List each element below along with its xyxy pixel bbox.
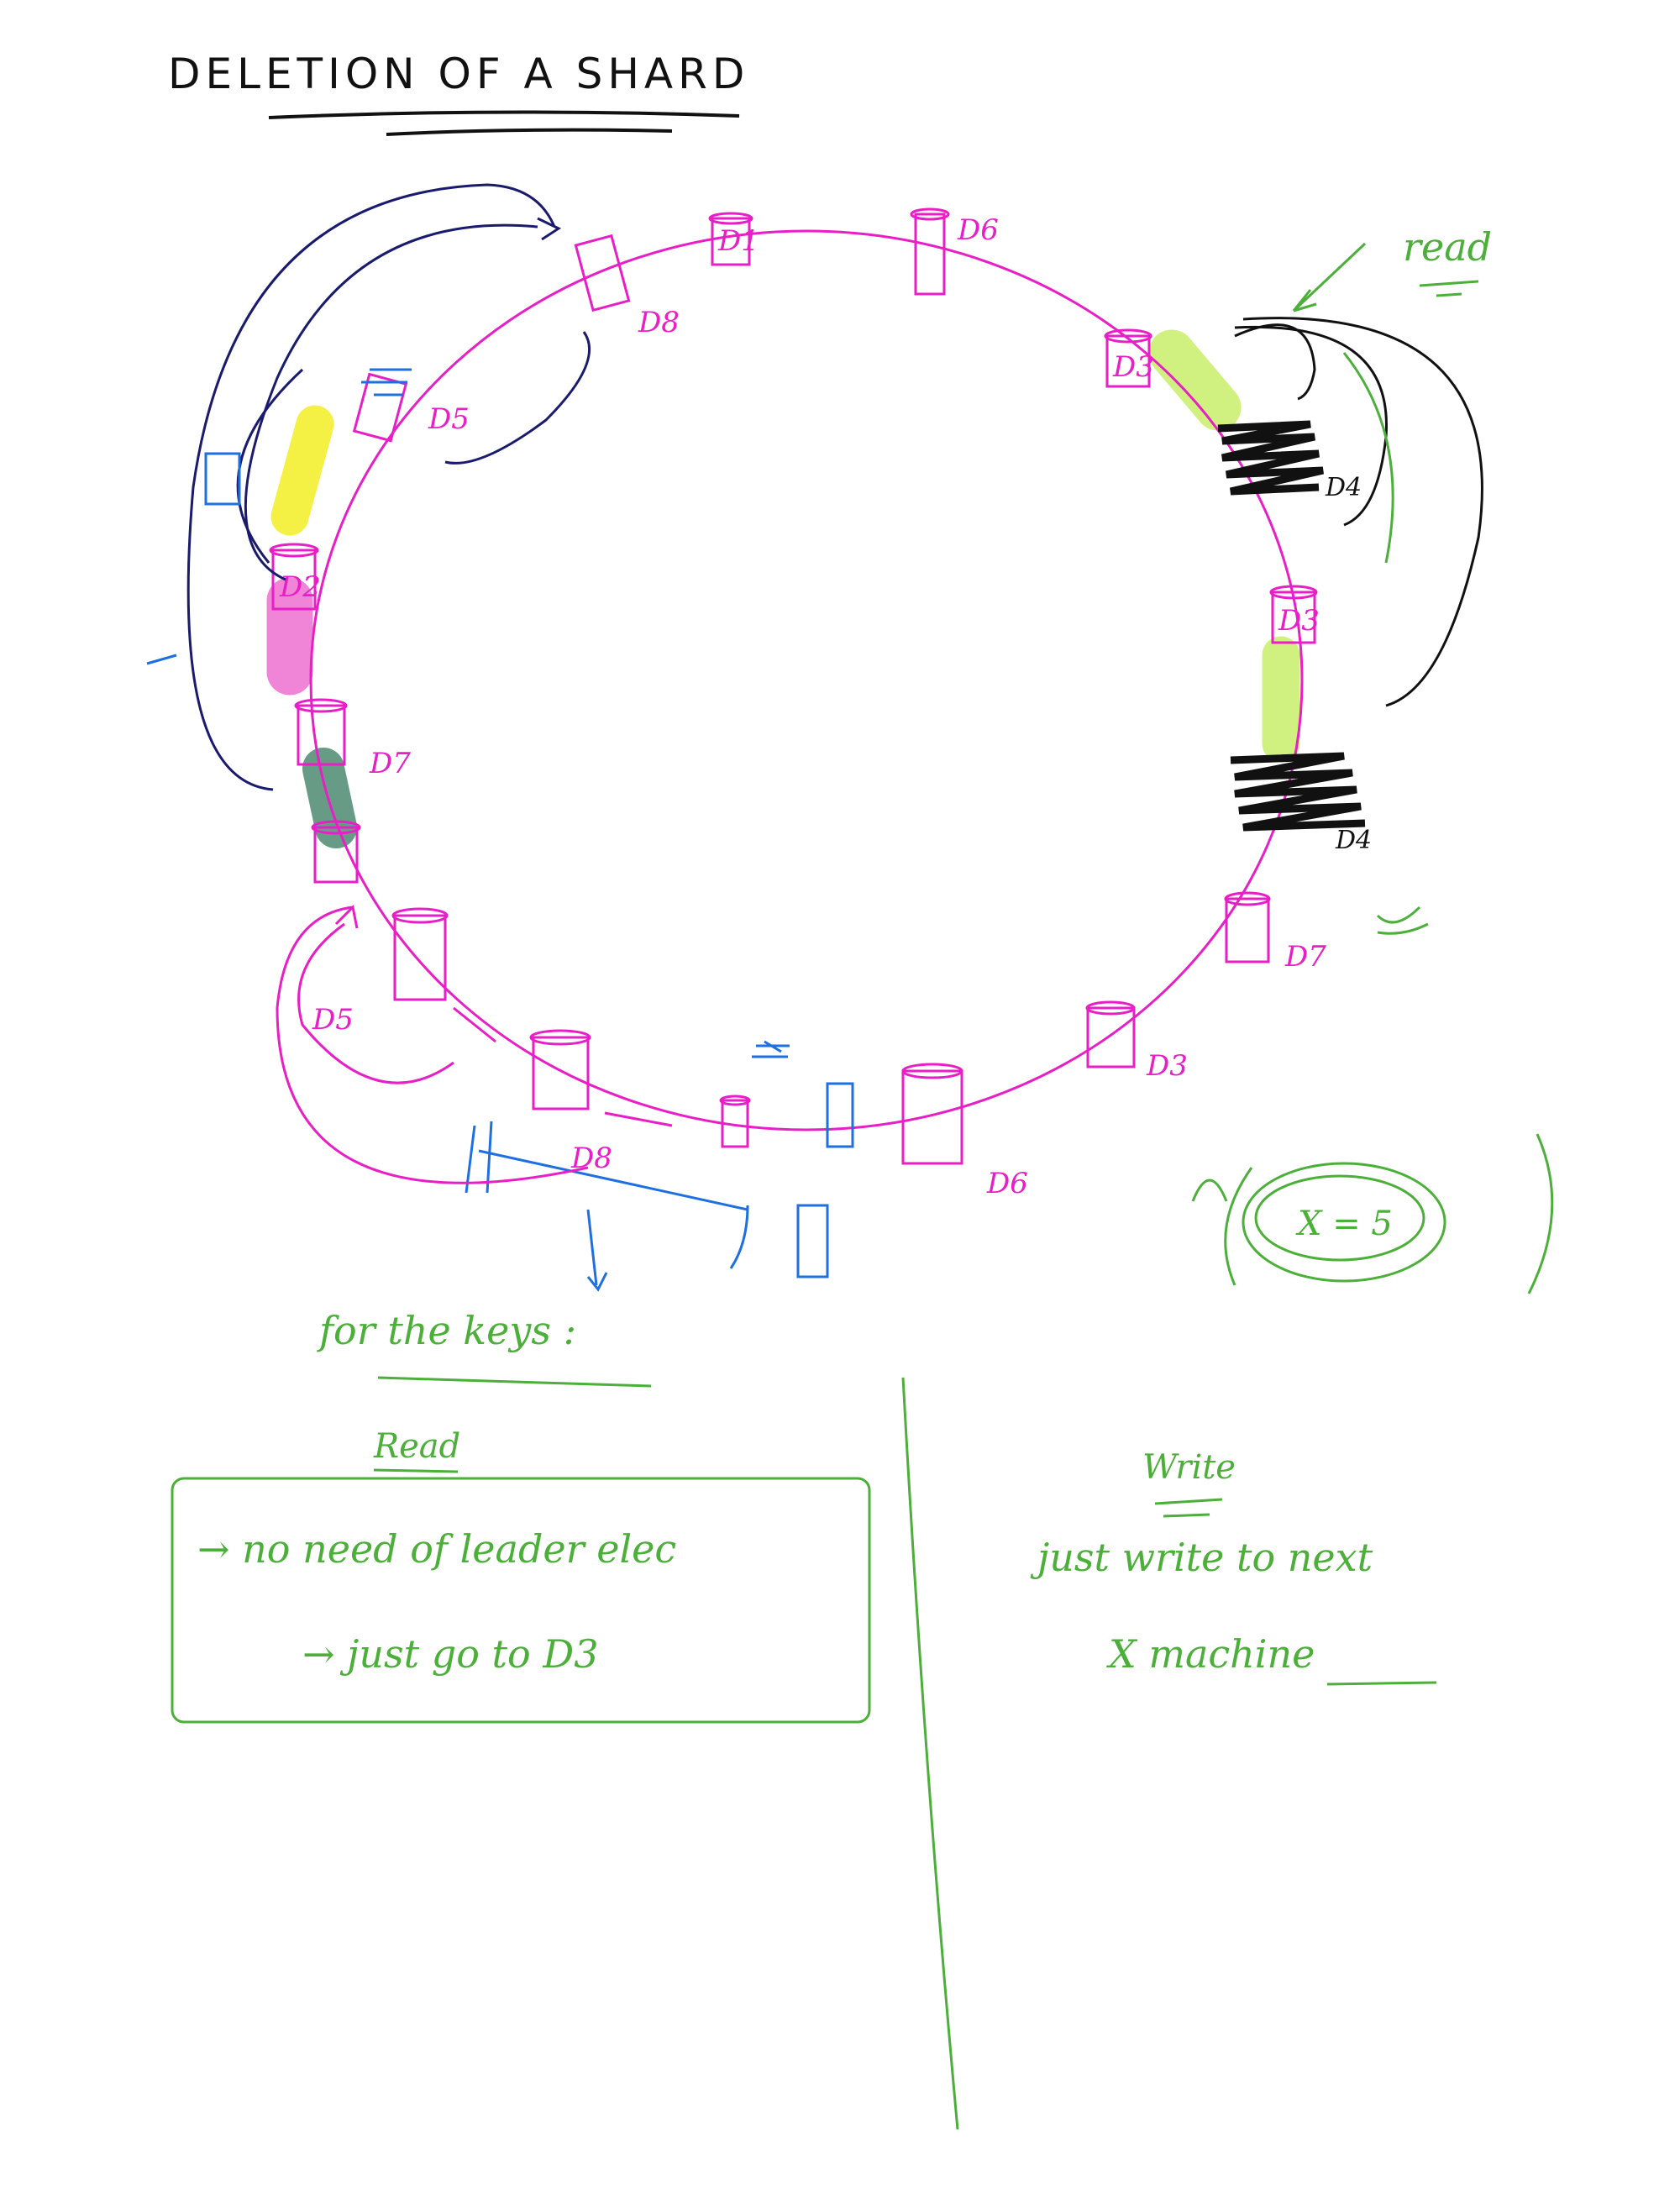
ring-node (529, 1029, 591, 1110)
lime-highlight-top (1148, 329, 1242, 431)
blue-shard (204, 452, 241, 506)
for-keys-underline (377, 1376, 652, 1388)
ring-node-label: D3 (1278, 604, 1320, 638)
read-label: read (1403, 224, 1492, 270)
highlights (266, 329, 1300, 848)
title-underline-2 (386, 128, 673, 136)
ring-node-label: D6 (957, 213, 999, 247)
deleted-node-label: D4 (1335, 826, 1372, 855)
ring-node-label: D5 (312, 1003, 354, 1037)
read-arrow (1292, 242, 1367, 312)
ring-node-label: D3 (1112, 350, 1154, 384)
x-equals-circle (1242, 1162, 1446, 1283)
deleted-node-label: D4 (1325, 473, 1362, 502)
ring-node-label: D2 (279, 570, 321, 604)
ring-node (311, 820, 361, 884)
ring-node: D2 (269, 543, 321, 611)
write-line-1: just write to next (1030, 1535, 1373, 1580)
ring-node: D1 (708, 212, 759, 266)
ring-node: D8 (574, 234, 680, 339)
write-heading: Write (1142, 1448, 1236, 1487)
ring-node: D3 (1269, 585, 1320, 644)
hash-ring (309, 229, 1304, 1131)
blue-shards (146, 368, 854, 1292)
write-line-2: X machine (1106, 1631, 1315, 1677)
ring-node-label: D5 (428, 402, 470, 436)
ring-node (719, 1095, 751, 1148)
ring-node: D5 (352, 372, 470, 443)
read-line-1: → no need of leader elec (197, 1526, 676, 1572)
write-heading-underline (1154, 1498, 1223, 1518)
green-annotations (1191, 242, 1554, 1294)
scribble-upper (1217, 420, 1324, 496)
ring-node-label: D7 (369, 747, 411, 780)
read-heading-underline (373, 1468, 459, 1473)
pink-arrows (276, 904, 673, 1184)
ring-node: D6 (901, 1063, 1028, 1200)
ring-shards: D1 D6 D8 D5 D2 D7 (269, 207, 1326, 1200)
ring-node: D6 (910, 207, 999, 296)
notes-section: for the keys : Read → no need of leader … (171, 1308, 1437, 2130)
read-underline (1419, 280, 1479, 297)
page-title: DELETION OF A SHARD (168, 50, 749, 98)
for-keys-heading: for the keys : (317, 1308, 576, 1353)
read-heading: Read (373, 1427, 460, 1466)
ring-node: D3 (1104, 328, 1154, 388)
notes-divider (901, 1377, 959, 2130)
ring-node: D7 (1224, 891, 1326, 974)
ring-node-label: D3 (1146, 1049, 1188, 1083)
ring-node-label: D7 (1284, 940, 1326, 974)
ring-node-label: D1 (717, 224, 759, 258)
read-line-2: → just go to D3 (302, 1631, 598, 1677)
ring-node (391, 907, 449, 1001)
machine-underline (1326, 1681, 1437, 1686)
scribble-lower (1230, 752, 1366, 832)
ring-node: D7 (294, 698, 411, 780)
blue-shard (826, 1082, 854, 1148)
blue-shard (796, 1204, 829, 1278)
navy-arrows (186, 183, 591, 791)
read-notes-box (171, 1477, 871, 1724)
blue-link (478, 1149, 748, 1211)
x-equals-label: X = 5 (1295, 1205, 1393, 1243)
title-underline (268, 110, 740, 119)
yellow-highlight (270, 405, 334, 536)
black-arrows (1234, 317, 1483, 707)
ring-node-label: D8 (638, 306, 680, 339)
ring-node: D5 (312, 1003, 354, 1037)
ring-node: D3 (1085, 1000, 1188, 1083)
deleted-shards: D4 D4 (1217, 420, 1372, 855)
ring-node-label: D6 (986, 1167, 1028, 1200)
